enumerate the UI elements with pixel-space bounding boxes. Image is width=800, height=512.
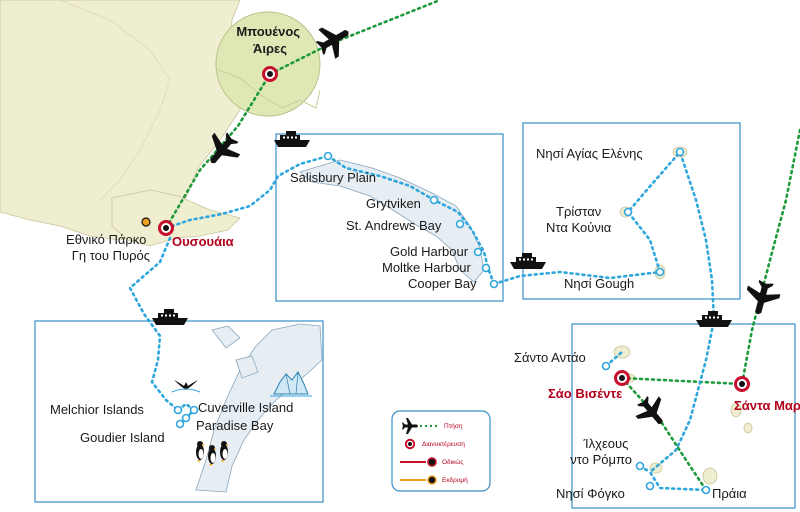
ship-routes bbox=[128, 149, 716, 492]
label-tristan: Τρίσταν Ντα Κούνια bbox=[546, 204, 612, 235]
stop-grytviken bbox=[429, 195, 439, 205]
whale-tail-icon bbox=[171, 380, 201, 393]
label-cooper: Cooper Bay bbox=[408, 276, 477, 291]
stop-gold-harbour bbox=[473, 247, 483, 257]
stop-moltke bbox=[481, 263, 491, 273]
label-tristan-line1: Τρίσταν bbox=[556, 204, 601, 219]
label-gough: Νησί Gough bbox=[564, 276, 634, 291]
label-cuverville: Cuverville Island bbox=[198, 400, 293, 415]
label-tierra-del-fuego-line1: Εθνικό Πάρκο bbox=[66, 232, 146, 247]
stop-gough bbox=[655, 267, 665, 277]
label-tierra-del-fuego-line2: Γη του Πυρός bbox=[72, 248, 150, 263]
label-buenos-aires-text: Μπουένος bbox=[236, 24, 300, 39]
stop-goudier bbox=[181, 413, 191, 423]
label-ilheus-rombo-line2: ντο Ρόμπο bbox=[570, 452, 632, 467]
airplane-icon bbox=[630, 390, 674, 434]
label-gold-harbour: Gold Harbour bbox=[390, 244, 469, 259]
stop-praia bbox=[701, 485, 711, 495]
label-salisbury: Salisbury Plain bbox=[290, 170, 376, 185]
legend-excursion: Εκδρομή bbox=[400, 475, 468, 485]
buenos-aires-inset bbox=[215, 11, 321, 117]
legend-flight-label: Πτήση bbox=[444, 423, 463, 430]
stop-salisbury bbox=[323, 151, 333, 161]
label-moltke: Moltke Harbour bbox=[382, 260, 472, 275]
overnight-marker-buenos-aires bbox=[262, 66, 278, 82]
airplane-icon bbox=[741, 277, 783, 319]
stop-st-helena bbox=[675, 147, 685, 157]
legend-road-label: Οδικώς bbox=[442, 458, 464, 466]
iceberg-icon bbox=[270, 371, 312, 397]
label-st-helena: Νησί Αγίας Ελένης bbox=[536, 146, 643, 161]
stop-fogo bbox=[645, 481, 655, 491]
ship-icon bbox=[152, 309, 188, 325]
ship-icon bbox=[274, 131, 310, 147]
ship-icon bbox=[510, 253, 546, 269]
label-ushuaia: Ουσουάια bbox=[172, 234, 234, 249]
stop-melchior bbox=[173, 405, 183, 415]
label-st-andrews: St. Andrews Bay bbox=[346, 218, 442, 233]
overnight-marker-sao-vicente bbox=[614, 370, 630, 386]
south-atlantic-islands-box bbox=[522, 122, 741, 300]
legend: Πτήση Διανυκτέρευση Οδικώς Εκδρομή bbox=[391, 410, 491, 492]
legend-overnight-label: Διανυκτέρευση bbox=[422, 440, 465, 448]
label-santo-antao: Σάντο Αντάο bbox=[514, 350, 586, 365]
label-fogo: Νησί Φόγκο bbox=[556, 486, 625, 501]
stop-santo-antao bbox=[601, 361, 611, 371]
label-paradise: Paradise Bay bbox=[196, 418, 274, 433]
label-tierra-del-fuego: Εθνικό Πάρκο Γη του Πυρός bbox=[66, 232, 150, 263]
south-georgia-box bbox=[275, 133, 504, 302]
south-georgia-island bbox=[299, 159, 485, 283]
stop-markers bbox=[141, 147, 711, 495]
label-ilheus-rombo-line1: Ίλχεους bbox=[583, 436, 629, 451]
stop-tristan bbox=[623, 207, 633, 217]
tierra-del-fuego-island bbox=[111, 189, 241, 247]
label-grytviken: Grytviken bbox=[366, 196, 421, 211]
stop-st-andrews bbox=[455, 219, 465, 229]
overnight-marker-santa-maria bbox=[734, 376, 750, 392]
legend-road: Οδικώς bbox=[400, 457, 464, 467]
label-buenos-aires: Μπουένος Άιρες bbox=[236, 24, 303, 56]
stop-paradise bbox=[175, 419, 185, 429]
label-goudier: Goudier Island bbox=[80, 430, 165, 445]
stop-cuverville bbox=[189, 405, 199, 415]
legend-flight: Πτήση bbox=[402, 418, 463, 434]
label-buenos-aires-line2: Άιρες bbox=[253, 41, 287, 56]
label-melchior: Melchior Islands bbox=[50, 402, 144, 417]
cape-verde-islands bbox=[613, 345, 753, 485]
label-ilheus-rombo: Ίλχεους ντο Ρόμπο bbox=[570, 436, 632, 467]
label-santa-maria: Σάντα Μαρία bbox=[734, 398, 800, 413]
label-praia: Πράια bbox=[712, 486, 747, 501]
label-tristan-line2: Ντα Κούνια bbox=[546, 220, 612, 235]
stop-ilheus-rombo bbox=[635, 461, 645, 471]
ship-icon bbox=[696, 311, 732, 327]
excursion-marker-tierra-del-fuego bbox=[141, 217, 151, 227]
stop-cooper bbox=[489, 279, 499, 289]
cape-verde-box bbox=[571, 323, 796, 509]
legend-overnight: Διανυκτέρευση bbox=[404, 438, 465, 450]
legend-excursion-label: Εκδρομή bbox=[442, 477, 468, 484]
label-sao-vicente: Σάο Βισέντε bbox=[548, 386, 622, 401]
